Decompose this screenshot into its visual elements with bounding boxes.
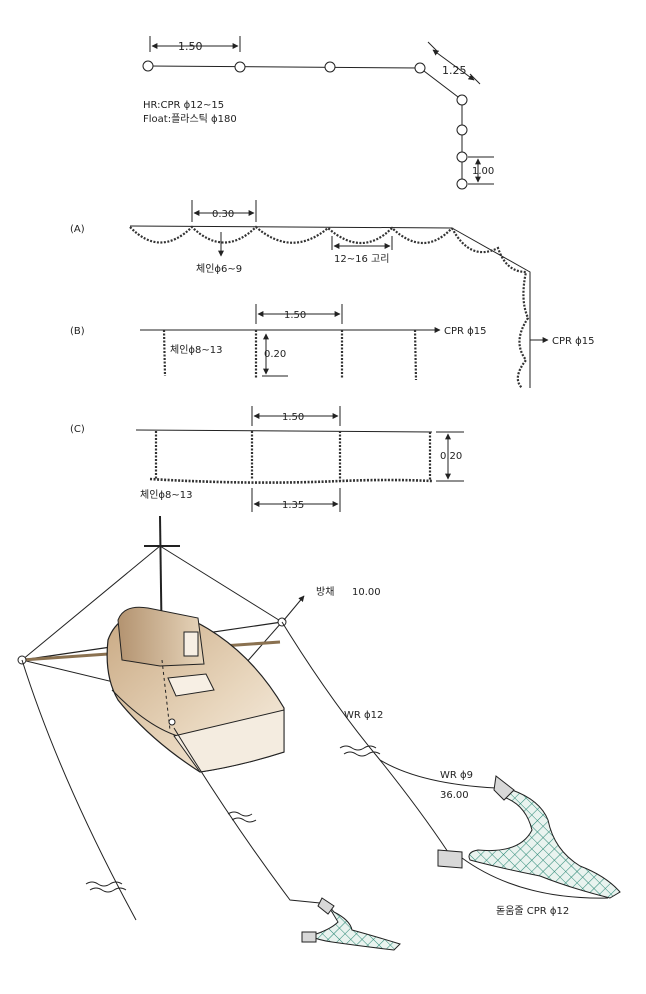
detail-c-tag: (C): [70, 424, 85, 435]
side-chain: [451, 227, 530, 389]
chain-c-label: 체인ϕ8~13: [140, 489, 192, 501]
transom: [173, 709, 285, 773]
dim-c-height: 0.20: [440, 451, 462, 462]
dim-c-top: 1.50: [282, 412, 304, 423]
otter-board: [317, 897, 335, 915]
detail-a: (A) 0.30 체인ϕ6~9 12~16 고리: [70, 200, 531, 389]
dim-diagonal: 1.25: [442, 64, 467, 77]
otter-board: [437, 849, 463, 869]
float-label: Float:플라스틱 ϕ180: [143, 113, 237, 125]
water-mark: [227, 811, 257, 823]
head-rope-float-layout: 1.50 1.25 1.00 HR:CPR ϕ12~15 Float:플라스틱 …: [142, 36, 494, 190]
chain-loops: [129, 225, 453, 244]
dim-b-top: 1.50: [284, 310, 306, 321]
boat-scene: 방채 10.00 WR ϕ12 WR ϕ9 36.00 돋움줄 CPR ϕ12: [17, 515, 621, 951]
detail-a-tag: (A): [70, 224, 85, 235]
ring-label: 12~16 고리: [334, 253, 389, 265]
float: [234, 61, 246, 73]
ground-chain: [149, 477, 433, 484]
float: [142, 60, 154, 72]
top-rope: [129, 225, 453, 229]
large-net: [468, 780, 621, 899]
stern-block: [168, 718, 176, 726]
dim-b-height: 0.20: [264, 349, 286, 360]
ground-rope-label: 돋움줄 CPR ϕ12: [496, 905, 569, 917]
detail-b: (B) CPR ϕ15 1.50 0.20 체인ϕ8~13 CPR ϕ15: [70, 304, 594, 381]
dim-float-spacing: 1.50: [178, 40, 203, 53]
rope-b-label: CPR ϕ15: [444, 326, 486, 337]
otter-board: [301, 931, 317, 943]
detail-c: (C) 1.50 0.20 1.35 체인ϕ8~13: [70, 406, 464, 512]
cabin-window: [183, 631, 199, 657]
hatch: [167, 673, 215, 697]
bridle: [379, 759, 497, 789]
side-rope-label: CPR ϕ15: [552, 336, 594, 347]
dimension-line: [432, 49, 475, 81]
boom-value: 10.00: [352, 587, 381, 598]
stay: [21, 545, 161, 661]
dim-c-bottom: 1.35: [282, 500, 304, 511]
hanging-chain: [413, 329, 418, 381]
boom-label: 방채: [316, 586, 334, 598]
float: [456, 178, 468, 190]
ground-rope: [461, 857, 609, 899]
detail-b-tag: (B): [70, 326, 85, 337]
float: [456, 124, 468, 136]
port-warp: [21, 659, 137, 921]
float: [324, 61, 336, 73]
bridle-value: 36.00: [440, 790, 469, 801]
otter-board: [493, 775, 515, 801]
bridle-label: WR ϕ9: [440, 770, 473, 781]
head-rope: [147, 65, 463, 182]
wheelhouse: [117, 606, 205, 667]
chain-a-label: 체인ϕ6~9: [196, 263, 242, 275]
dim-vertical: 1.00: [472, 166, 494, 177]
hr-label: HR:CPR ϕ12~15: [143, 100, 224, 111]
dim-a-top: 0.30: [212, 209, 234, 220]
stern-warp: [173, 727, 331, 905]
hanging-chain: [162, 329, 167, 377]
float: [414, 62, 426, 74]
corner-rope: [451, 227, 531, 388]
float: [456, 151, 468, 163]
head-rope: [135, 429, 433, 433]
water-mark: [339, 745, 381, 757]
starboard-warp: [281, 621, 449, 853]
stay: [159, 545, 283, 623]
chain-b-label: 체인ϕ8~13: [170, 344, 222, 356]
warp-label: WR ϕ12: [344, 710, 383, 721]
water-mark: [85, 881, 127, 893]
float: [456, 94, 468, 106]
